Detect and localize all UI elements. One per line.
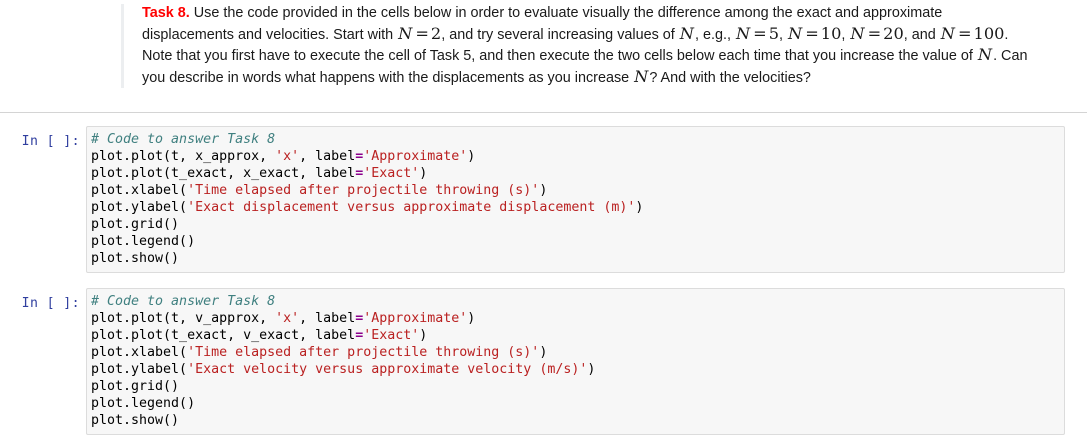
code-line: plot.xlabel('Time elapsed after projecti…	[91, 182, 1064, 199]
math-equation-n-equals-2: N=2	[398, 23, 442, 43]
code-token-string: 'Time elapsed after projectile throwing …	[187, 345, 540, 360]
math-equation-n-equals-5: N=5	[735, 23, 780, 43]
code-token-string: 'x'	[275, 311, 300, 326]
code-token-plain: plot.plot(t, v_approx,	[91, 311, 276, 326]
code-token-op: =	[355, 149, 364, 164]
code-line: plot.show()	[91, 412, 1064, 429]
task-text-6: ,	[841, 26, 850, 43]
code-token-plain: plot.grid()	[91, 379, 180, 394]
math-var-n-b: N	[977, 45, 993, 65]
code-line: plot.plot(t, v_approx, 'x', label='Appro…	[91, 310, 1064, 327]
task-text-5: ,	[779, 26, 788, 43]
code-token-string: 'Approximate'	[363, 149, 468, 164]
task-label: Task 8.	[142, 5, 190, 21]
code-token-plain: )	[587, 362, 596, 377]
code-line: plot.grid()	[91, 216, 1064, 233]
code-token-plain: plot.xlabel(	[91, 183, 188, 198]
code-token-plain: plot.show()	[91, 251, 180, 266]
code-token-string: 'Approximate'	[363, 311, 468, 326]
code-token-plain: plot.xlabel(	[91, 345, 188, 360]
code-token-string: 'Exact'	[363, 166, 420, 181]
task-paragraph: Task 8. Use the code provided in the cel…	[142, 4, 1033, 88]
code-token-plain: plot.show()	[91, 413, 180, 428]
code-token-string: 'Exact'	[363, 328, 420, 343]
code-token-op: =	[355, 311, 364, 326]
code-token-plain: plot.legend()	[91, 234, 196, 249]
code-line: # Code to answer Task 8	[91, 131, 1064, 148]
code-token-plain: plot.legend()	[91, 396, 196, 411]
task-text-2: displacements and velocities. Start with	[142, 26, 398, 43]
code-line: plot.xlabel('Time elapsed after projecti…	[91, 344, 1064, 361]
task-text-11: you describe in words what happens with …	[142, 69, 634, 86]
code-line: plot.plot(t_exact, v_exact, label='Exact…	[91, 327, 1064, 344]
code-token-string: 'Exact velocity versus approximate veloc…	[187, 362, 588, 377]
code-line: plot.legend()	[91, 395, 1064, 412]
code-token-op: =	[355, 166, 364, 181]
task-text-9: Note that you first have to execute the …	[142, 48, 977, 65]
code-line: plot.show()	[91, 250, 1064, 267]
code-token-plain: )	[467, 149, 476, 164]
code-token-string: 'Exact displacement versus approximate d…	[187, 200, 636, 215]
code-line: plot.legend()	[91, 233, 1064, 250]
math-equation-n-equals-100: N=100	[940, 23, 1005, 43]
task-text-10: . Can	[993, 48, 1028, 65]
code-token-string: 'Time elapsed after projectile throwing …	[187, 183, 540, 198]
code-token-plain: )	[539, 183, 548, 198]
task-text-3: , and try several increasing values of	[441, 26, 679, 43]
markdown-task-cell[interactable]: Task 8. Use the code provided in the cel…	[0, 0, 1087, 113]
code-token-plain: )	[419, 166, 428, 181]
code-token-plain: )	[419, 328, 428, 343]
input-prompt-1: In [ ]:	[21, 134, 80, 149]
cell-divider	[0, 112, 1087, 113]
code-token-string: 'x'	[275, 149, 300, 164]
code-token-plain: plot.ylabel(	[91, 362, 188, 377]
task-text-8: .	[1004, 26, 1009, 43]
input-prompt-2: In [ ]:	[21, 296, 80, 311]
code-token-plain: , label	[299, 311, 356, 326]
code-line: plot.plot(t_exact, x_exact, label='Exact…	[91, 165, 1064, 182]
code-token-plain: )	[539, 345, 548, 360]
math-var-n-c: N	[634, 66, 649, 86]
code-token-plain: plot.ylabel(	[91, 200, 188, 215]
task-text-7: , and	[903, 26, 940, 43]
code-token-plain: )	[635, 200, 644, 215]
code-token-plain: , label	[299, 149, 356, 164]
math-var-n-a: N	[679, 23, 694, 43]
code-token-op: =	[355, 328, 364, 343]
task-blockquote: Task 8. Use the code provided in the cel…	[121, 4, 1033, 89]
code-line: plot.ylabel('Exact velocity versus appro…	[91, 361, 1064, 378]
task-text-12: ? And with the velocities?	[649, 69, 811, 86]
code-token-plain: plot.plot(t_exact, x_exact, label	[91, 166, 356, 181]
code-token-comment: # Code to answer Task 8	[91, 294, 276, 309]
task-text-4: , e.g.,	[694, 26, 735, 43]
code-line: plot.plot(t, x_approx, 'x', label='Appro…	[91, 148, 1064, 165]
math-equation-n-equals-20: N=20	[850, 23, 904, 43]
code-token-plain: )	[467, 311, 476, 326]
code-token-plain: plot.plot(t, x_approx,	[91, 149, 276, 164]
code-line: plot.ylabel('Exact displacement versus a…	[91, 199, 1064, 216]
code-line: # Code to answer Task 8	[91, 293, 1064, 310]
code-line: plot.grid()	[91, 378, 1064, 395]
code-token-plain: plot.grid()	[91, 217, 180, 232]
math-equation-n-equals-10: N=10	[788, 23, 842, 43]
code-token-comment: # Code to answer Task 8	[91, 132, 276, 147]
task-text-1: Use the code provided in the cells below…	[189, 5, 943, 21]
code-token-plain: plot.plot(t_exact, v_exact, label	[91, 328, 356, 343]
